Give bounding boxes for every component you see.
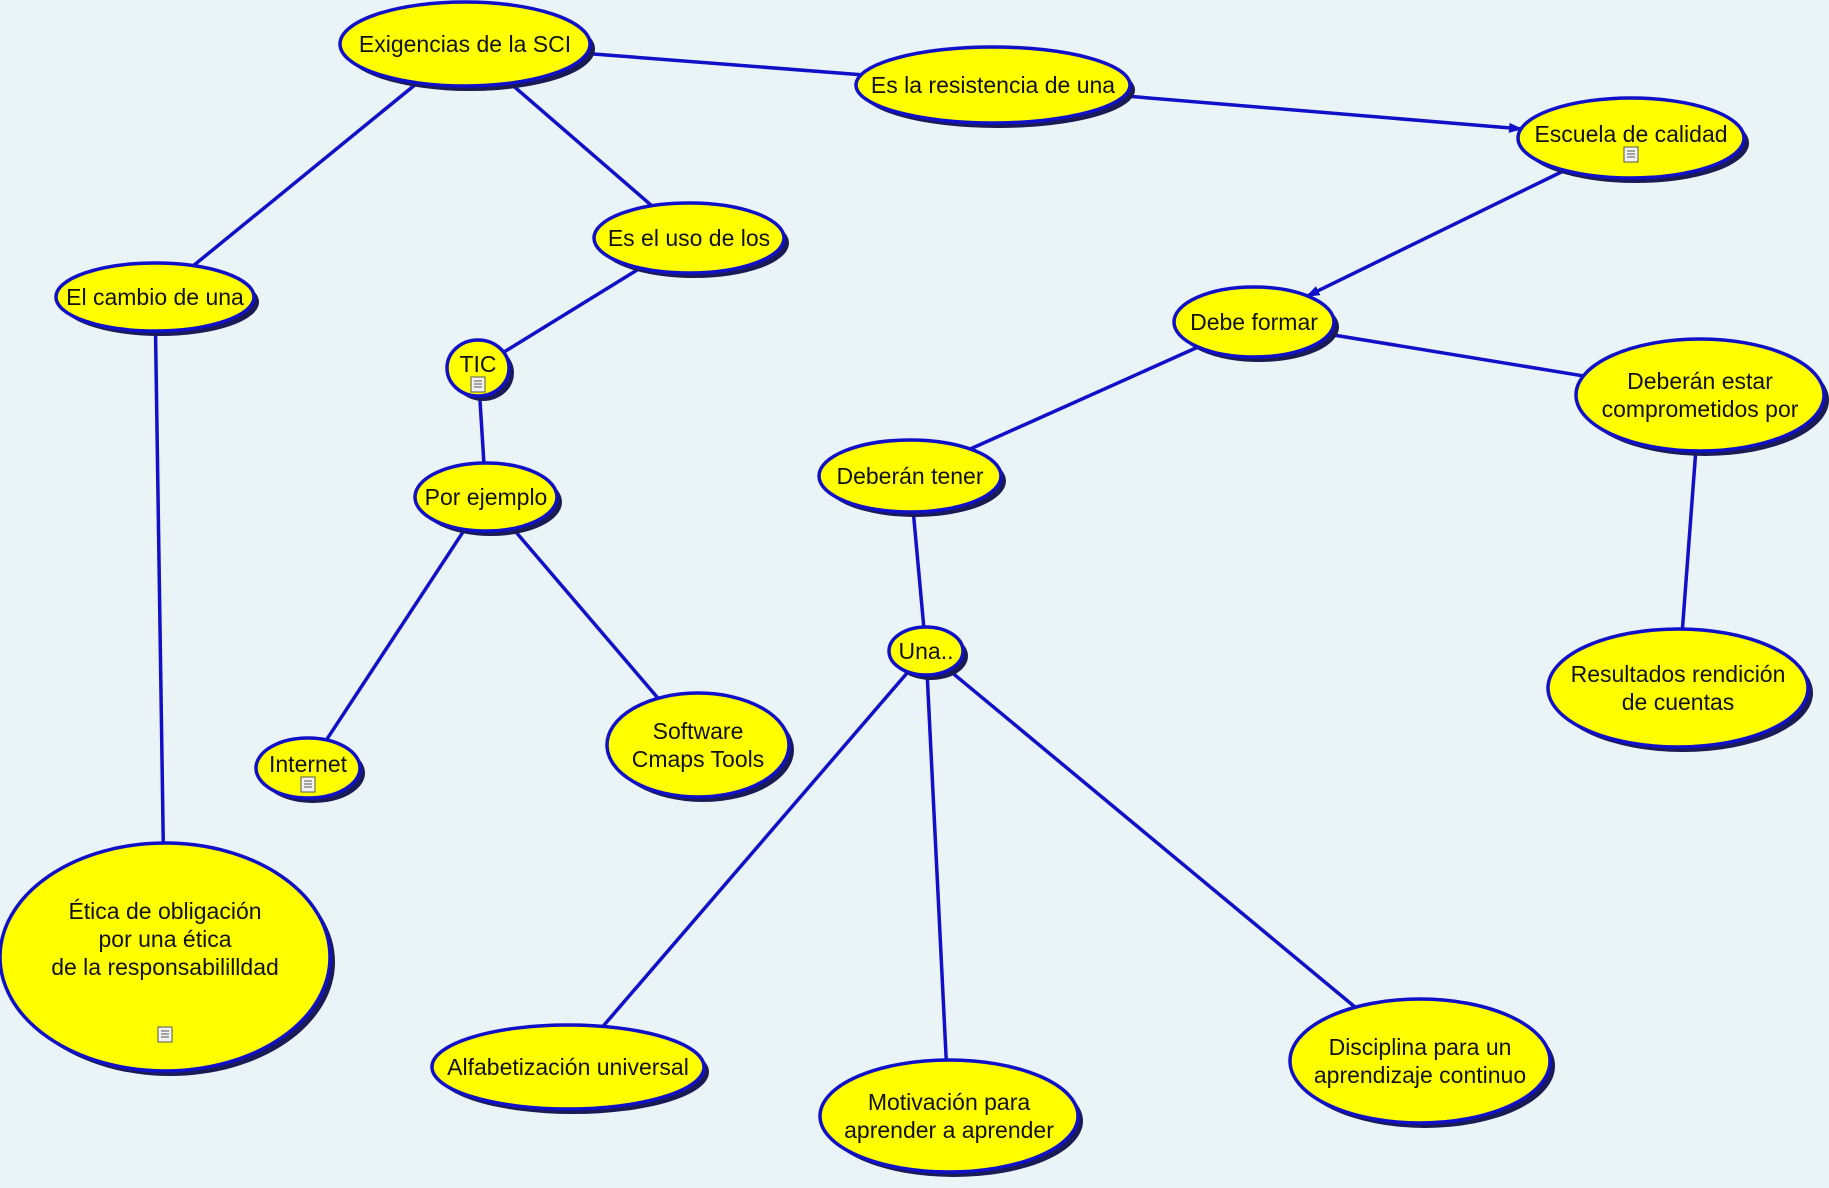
- node-label: Cmaps Tools: [632, 746, 765, 772]
- node-ellipse[interactable]: [1288, 997, 1552, 1125]
- node-ellipse[interactable]: [1172, 285, 1336, 359]
- link-una-to-motivacion[interactable]: [925, 674, 948, 1061]
- link-resistencia-to-escuela[interactable]: [1124, 94, 1523, 133]
- resource-document-icon[interactable]: [1623, 146, 1639, 163]
- node-label: aprender a aprender: [844, 1117, 1054, 1143]
- concept-node-exigencias[interactable]: Exigencias de la SCI: [338, 0, 595, 91]
- node-ellipse[interactable]: [54, 261, 256, 333]
- concept-node-deberan_tener[interactable]: Deberán tener: [817, 438, 1006, 517]
- link-una-to-alfabetizacion[interactable]: [601, 670, 910, 1028]
- node-ellipse[interactable]: [0, 841, 332, 1073]
- node-label: Software: [653, 718, 744, 744]
- concept-node-debe_formar[interactable]: Debe formar: [1172, 285, 1339, 362]
- node-ellipse[interactable]: [413, 461, 559, 533]
- node-ellipse[interactable]: [1516, 96, 1746, 180]
- link-deberan_tener-to-una[interactable]: [911, 511, 926, 628]
- node-label: Por ejemplo: [425, 484, 548, 510]
- node-ellipse[interactable]: [592, 201, 786, 275]
- node-ellipse[interactable]: [445, 338, 511, 398]
- link-debe_formar-to-comprometidos[interactable]: [1328, 332, 1584, 378]
- concept-node-ejemplo[interactable]: Por ejemplo: [413, 461, 562, 536]
- link-una-to-disciplina[interactable]: [947, 668, 1357, 1009]
- node-label: Resultados rendición: [1571, 661, 1786, 687]
- resource-document-icon[interactable]: [470, 376, 486, 393]
- node-label: Disciplina para un: [1329, 1034, 1512, 1060]
- concept-node-cambio[interactable]: El cambio de una: [54, 261, 259, 336]
- node-label: Una..: [899, 638, 954, 664]
- concept-node-una[interactable]: Una..: [887, 625, 968, 680]
- node-label: aprendizaje continuo: [1314, 1062, 1526, 1088]
- node-label: Deberán tener: [836, 463, 983, 489]
- concept-node-resistencia[interactable]: Es la resistencia de una: [854, 45, 1135, 128]
- resource-document-icon[interactable]: [157, 1026, 173, 1043]
- node-label: Es la resistencia de una: [871, 72, 1115, 98]
- link-escuela-to-debe_formar[interactable]: [1305, 168, 1566, 298]
- concept-node-tic[interactable]: TIC: [445, 338, 514, 401]
- concept-node-uso[interactable]: Es el uso de los: [592, 201, 789, 278]
- node-label: Deberán estar: [1627, 368, 1773, 394]
- node-label: Es el uso de los: [608, 225, 770, 251]
- link-debe_formar-to-deberan_tener[interactable]: [969, 345, 1199, 451]
- node-label: Exigencias de la SCI: [359, 31, 571, 57]
- links-layer: [153, 51, 1698, 1061]
- link-exigencias-to-resistencia[interactable]: [586, 51, 862, 77]
- node-label: Ética de obligación: [68, 898, 261, 924]
- node-ellipse[interactable]: [818, 1058, 1080, 1174]
- link-ejemplo-to-software[interactable]: [511, 527, 660, 700]
- node-label: El cambio de una: [66, 284, 244, 310]
- node-label: de la responsabililldad: [51, 954, 279, 980]
- node-ellipse[interactable]: [854, 45, 1132, 125]
- node-ellipse[interactable]: [338, 0, 592, 88]
- node-ellipse[interactable]: [1574, 337, 1826, 453]
- link-comprometidos-to-resultados[interactable]: [1680, 450, 1698, 630]
- node-ellipse[interactable]: [817, 438, 1003, 514]
- node-label: Internet: [269, 751, 348, 777]
- node-label: Motivación para: [868, 1089, 1031, 1115]
- node-label: por una ética: [99, 926, 232, 952]
- node-ellipse[interactable]: [605, 691, 791, 799]
- link-uso-to-tic[interactable]: [502, 266, 642, 354]
- node-ellipse[interactable]: [430, 1023, 706, 1111]
- node-ellipse[interactable]: [1546, 627, 1810, 749]
- link-exigencias-to-uso[interactable]: [509, 81, 653, 208]
- node-label: Escuela de calidad: [1534, 121, 1727, 147]
- node-label: de cuentas: [1622, 689, 1735, 715]
- node-label: Alfabetización universal: [447, 1054, 689, 1080]
- concept-node-escuela[interactable]: Escuela de calidad: [1516, 96, 1749, 183]
- link-cambio-to-etica[interactable]: [153, 330, 166, 844]
- node-label: comprometidos por: [1602, 396, 1799, 422]
- node-label: Debe formar: [1190, 309, 1318, 335]
- concept-node-internet[interactable]: Internet: [254, 736, 365, 803]
- link-ejemplo-to-internet[interactable]: [324, 528, 467, 741]
- link-tic-to-ejemplo[interactable]: [477, 395, 486, 464]
- resource-document-icon[interactable]: [300, 776, 316, 793]
- concept-node-alfabetizacion[interactable]: Alfabetización universal: [430, 1023, 709, 1114]
- node-label: TIC: [459, 351, 496, 377]
- node-ellipse[interactable]: [254, 736, 362, 800]
- link-exigencias-to-cambio[interactable]: [192, 81, 419, 268]
- node-ellipse[interactable]: [887, 625, 965, 677]
